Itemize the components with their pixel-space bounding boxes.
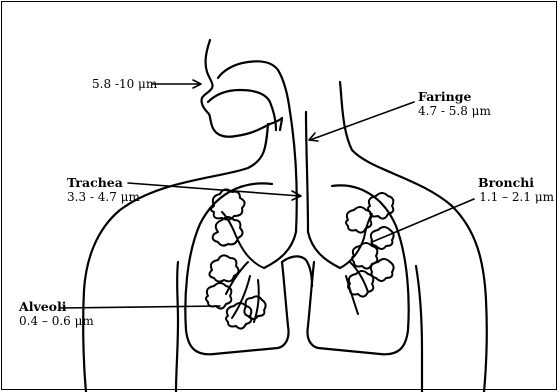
faringe-size: 4.7 - 5.8 μm bbox=[418, 104, 491, 118]
left-bronchi bbox=[222, 212, 264, 322]
bronchi-arrow bbox=[372, 199, 474, 242]
right-arm-inner bbox=[416, 266, 422, 392]
nose-label: 5.8 -10 μm bbox=[92, 77, 157, 91]
trachea-size: 3.3 - 4.7 μm bbox=[67, 190, 140, 204]
faringe-name: Faringe bbox=[418, 90, 491, 104]
trachea-name: Trachea bbox=[67, 176, 140, 190]
left-lung-outline bbox=[185, 183, 288, 354]
trachea-label: Trachea 3.3 - 4.7 μm bbox=[67, 176, 140, 204]
left-arm-inner bbox=[176, 262, 178, 392]
oral-passage bbox=[208, 90, 276, 130]
alveoli-size: 0.4 – 0.6 μm bbox=[19, 314, 94, 328]
head-outline bbox=[202, 40, 282, 137]
nose-size: 5.8 -10 μm bbox=[92, 77, 157, 91]
trachea-left-wall bbox=[264, 112, 297, 268]
heart-notch bbox=[282, 256, 312, 286]
alveoli-label: Alveoli 0.4 – 0.6 μm bbox=[19, 300, 94, 328]
bronchi-name: Bronchi bbox=[440, 176, 554, 190]
nasal-passage bbox=[218, 61, 290, 112]
right-neck-shoulder bbox=[340, 82, 487, 392]
faringe-arrow bbox=[310, 102, 414, 140]
bronchi-size: 1.1 – 2.1 μm bbox=[440, 190, 554, 204]
alveoli-clusters bbox=[206, 189, 394, 328]
alveoli-name: Alveoli bbox=[19, 300, 94, 314]
bronchi-label: Bronchi 1.1 – 2.1 μm bbox=[440, 176, 554, 204]
trachea-arrow bbox=[128, 183, 300, 196]
faringe-label: Faringe 4.7 - 5.8 μm bbox=[418, 90, 491, 118]
